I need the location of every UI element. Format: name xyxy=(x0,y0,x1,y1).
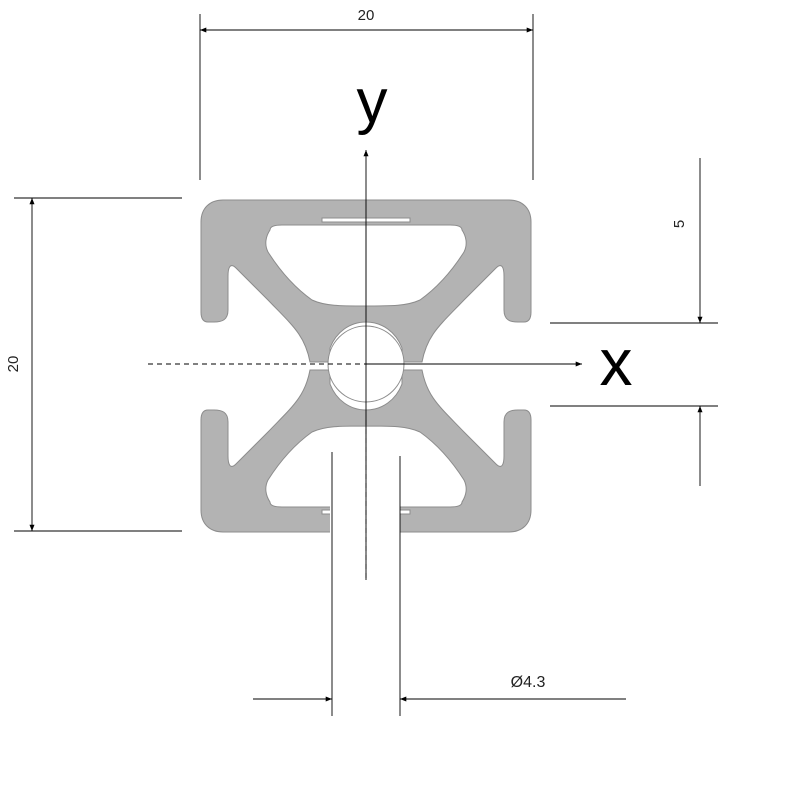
profile-quadrant xyxy=(200,199,367,363)
height-dimension xyxy=(14,197,182,532)
width-dimension xyxy=(199,14,534,180)
bottom-slot-opening xyxy=(330,470,400,540)
slot-dimension xyxy=(550,158,718,486)
x-axis-label: x xyxy=(600,325,633,399)
slot-offset-label: 5 xyxy=(671,220,688,228)
bore-dimension xyxy=(253,452,626,716)
y-axis-label: y xyxy=(357,67,388,136)
height-label: 20 xyxy=(5,356,22,373)
center-axes xyxy=(148,150,582,580)
width-label: 20 xyxy=(358,7,375,24)
bore-diameter-label: Ø4.3 xyxy=(511,674,546,691)
